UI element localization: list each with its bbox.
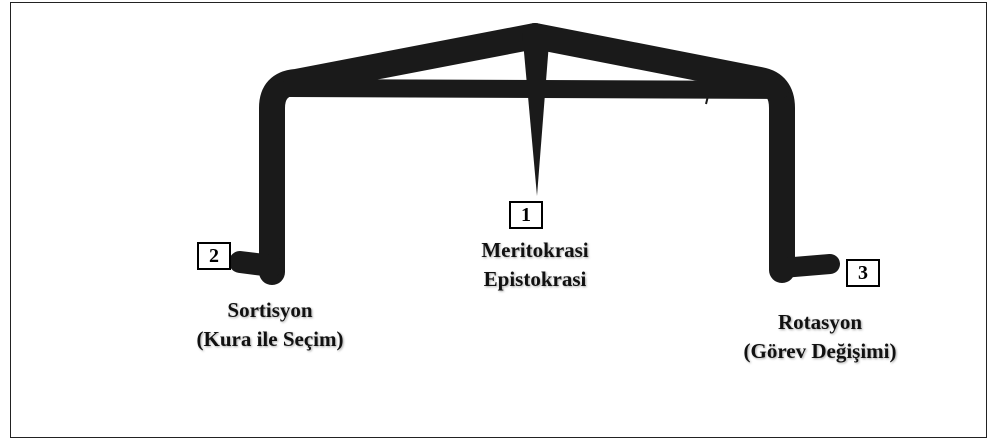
tripod-left-foot bbox=[240, 262, 272, 266]
center-label-line1: Meritokrasi bbox=[440, 236, 630, 265]
center-label-line2: Epistokrasi bbox=[440, 265, 630, 294]
tripod-center-leg bbox=[522, 30, 550, 196]
left-label-line2: (Kura ile Seçim) bbox=[160, 325, 380, 354]
right-label-line1: Rotasyon bbox=[710, 308, 930, 337]
left-label-line1: Sortisyon bbox=[160, 296, 380, 325]
right-label-line2: (Görev Değişimi) bbox=[710, 337, 930, 366]
right-label: Rotasyon (Görev Değişimi) bbox=[710, 308, 930, 366]
tripod-right-foot bbox=[782, 264, 830, 268]
center-label: Meritokrasi Epistokrasi bbox=[440, 236, 630, 294]
number-box-1: 1 bbox=[509, 201, 543, 229]
number-box-2: 2 bbox=[197, 242, 231, 270]
tripod-right-leg bbox=[535, 36, 782, 270]
number-box-3: 3 bbox=[846, 259, 880, 287]
left-label: Sortisyon (Kura ile Seçim) bbox=[160, 296, 380, 354]
